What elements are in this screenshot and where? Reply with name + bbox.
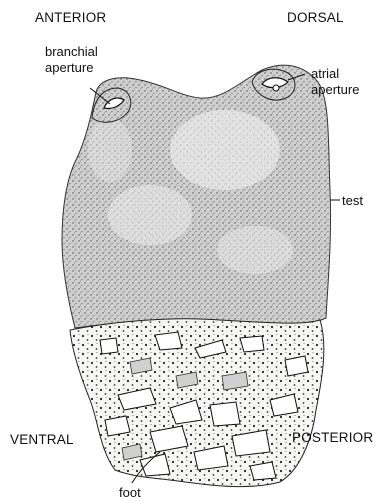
foot-label: foot [119, 485, 141, 500]
atrial-aperture-label-line2: aperture [311, 82, 359, 97]
posterior-label: POSTERIOR [292, 430, 373, 445]
branchial-aperture-label-line1: branchial [45, 44, 98, 59]
test-label: test [342, 193, 363, 208]
ventral-label: VENTRAL [10, 432, 74, 447]
atrial-aperture-label-line1: atrial [311, 66, 339, 81]
test-highlight [170, 110, 280, 190]
branchial-aperture-label-line2: aperture [45, 60, 93, 75]
test-highlight [108, 185, 192, 245]
dorsal-label: DORSAL [287, 10, 344, 25]
test-highlight [88, 118, 132, 182]
anterior-label: ANTERIOR [35, 10, 106, 25]
test-highlight [217, 226, 293, 274]
